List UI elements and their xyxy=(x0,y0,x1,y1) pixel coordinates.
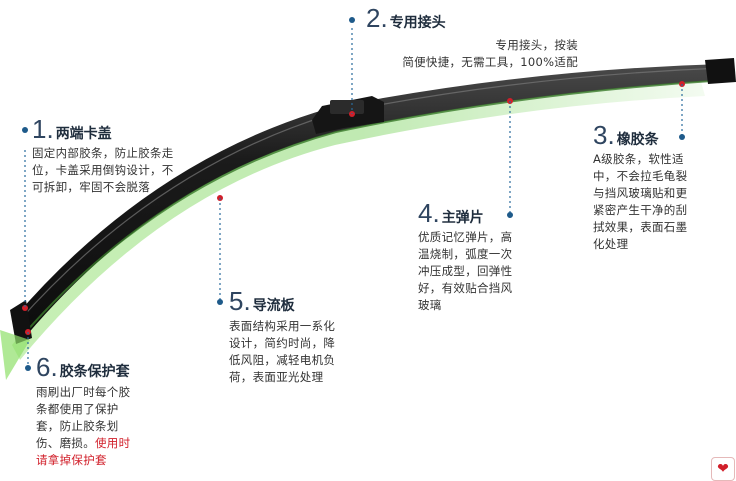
callout-3-line: 拭效果，表面石墨 xyxy=(593,220,688,234)
callout-4-line: 优质记忆弹片，高 xyxy=(418,230,513,244)
callout-6-line: 条都使用了保护 xyxy=(36,402,119,416)
callout-2-number: 2. xyxy=(366,3,388,33)
callout-4-line: 温烧制，弧度一次 xyxy=(418,247,513,261)
callout-2-title: 2.专用接头 xyxy=(366,3,446,34)
callout-1-line: 可拆卸，牢固不会脱落 xyxy=(32,180,150,194)
callout-1-title: 1.两端卡盖 xyxy=(32,114,112,145)
callout-3-line: 化处理 xyxy=(593,237,629,251)
callout-2-line: 专用接头，按装 xyxy=(495,38,578,52)
callout-6-description: 雨刷出厂时每个胶 条都使用了保护 套，防止胶条划 伤、磨损。使用时 请拿掉保护套 xyxy=(36,384,130,469)
callout-6-warning-inline: 使用时 xyxy=(95,436,131,450)
callout-3-description: A级胶条，软性适 中，不会拉毛龟裂 与挡风玻璃贴和更 紧密产生干净的刮 拭效果，… xyxy=(593,151,687,253)
callout-6-label: 胶条保护套 xyxy=(59,364,130,380)
callout-3-line: 紧密产生干净的刮 xyxy=(593,203,688,217)
callout-2-label: 专用接头 xyxy=(389,15,446,31)
callout-4-title: 4.主弹片 xyxy=(418,198,484,229)
callout-3-dot xyxy=(679,134,685,140)
callout-5-title: 5.导流板 xyxy=(229,286,295,317)
callout-3-label: 橡胶条 xyxy=(616,132,659,148)
callout-6-line: 雨刷出厂时每个胶 xyxy=(36,385,131,399)
callout-6-dot xyxy=(25,365,31,371)
callout-1-line: 固定内部胶条，防止胶条走 xyxy=(32,146,174,160)
callout-5-number: 5. xyxy=(229,286,251,316)
callout-3-line: A级胶条，软性适 xyxy=(593,152,684,166)
callout-6-title: 6.胶条保护套 xyxy=(36,352,130,383)
callout-3-line: 与挡风玻璃贴和更 xyxy=(593,186,688,200)
callout-2-description: 专用接头，按装 简便快捷，无需工具，100%适配 xyxy=(366,37,578,71)
callout-4-line: 好，有效贴合挡风 xyxy=(418,281,513,295)
callout-6-line-text: 伤、磨损。 xyxy=(36,436,95,450)
callout-3-title: 3.橡胶条 xyxy=(593,120,659,151)
green-flare xyxy=(0,330,30,380)
callout-5-line: 低风阻，减轻电机负 xyxy=(229,353,336,367)
callout-4-number: 4. xyxy=(418,198,440,228)
callout-1-description: 固定内部胶条，防止胶条走 位，卡盖采用倒钩设计，不 可拆卸，牢固不会脱落 xyxy=(32,145,174,196)
callout-4-dot xyxy=(507,212,513,218)
marker-dot-1 xyxy=(22,305,28,311)
right-end-cap xyxy=(705,58,736,84)
callout-6-number: 6. xyxy=(36,352,58,382)
heart-icon[interactable]: ❤ xyxy=(711,457,735,481)
callout-2-line: 简便快捷，无需工具，100%适配 xyxy=(402,55,578,69)
callout-5-label: 导流板 xyxy=(252,298,295,314)
callout-3-number: 3. xyxy=(593,120,615,150)
callout-1-number: 1. xyxy=(32,114,54,144)
callout-1-label: 两端卡盖 xyxy=(55,126,112,142)
rubber-edge xyxy=(23,79,727,335)
connector-clip xyxy=(330,100,364,114)
callout-6-line: 伤、磨损。使用时 xyxy=(36,435,130,452)
callout-4-line: 冲压成型，回弹性 xyxy=(418,264,513,278)
callout-1-dot xyxy=(22,127,28,133)
callout-4-line: 玻璃 xyxy=(418,298,442,312)
callout-3-line: 中，不会拉毛龟裂 xyxy=(593,169,688,183)
callout-5-line: 荷，表面亚光处理 xyxy=(229,370,324,384)
callout-4-description: 优质记忆弹片，高 温烧制，弧度一次 冲压成型，回弹性 好，有效贴合挡风 玻璃 xyxy=(418,229,512,314)
callout-6-line: 套，防止胶条划 xyxy=(36,419,119,433)
callout-5-description: 表面结构采用一系化 设计，简约时尚，降 低风阻，减轻电机负 荷，表面亚光处理 xyxy=(229,318,335,386)
callout-5-line: 设计，简约时尚，降 xyxy=(229,336,336,350)
callout-4-label: 主弹片 xyxy=(441,210,484,226)
callout-1-line: 位，卡盖采用倒钩设计，不 xyxy=(32,163,174,177)
callout-5-dot xyxy=(217,299,223,305)
callout-6-warning-line: 请拿掉保护套 xyxy=(36,453,107,467)
callout-5-line: 表面结构采用一系化 xyxy=(229,319,336,333)
callout-2-dot xyxy=(349,17,355,23)
